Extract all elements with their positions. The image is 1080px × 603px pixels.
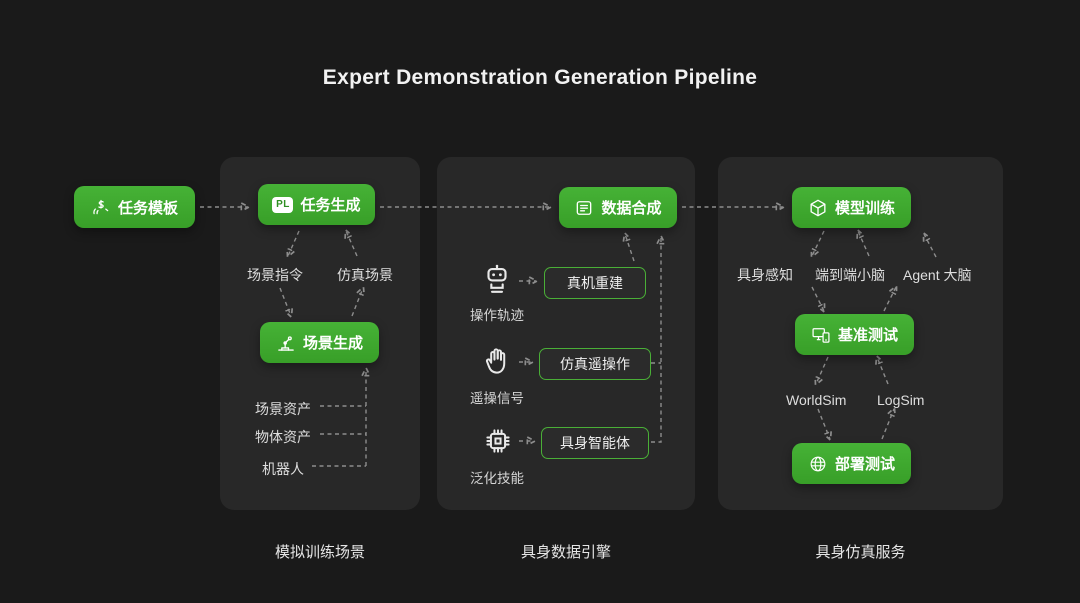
pl-badge-icon: PL [272, 196, 294, 213]
node-label: 部署测试 [834, 456, 895, 473]
money-icon [93, 199, 109, 215]
caption-embodied-sim-service: 具身仿真服务 [815, 544, 906, 561]
node-deployment-testing: 部署测试 [792, 443, 911, 484]
node-benchmark-testing: 基准测试 [795, 314, 914, 355]
label-operation-trajectory: 操作轨迹 [470, 308, 524, 323]
node-task-generation: PL 任务生成 [258, 184, 375, 225]
media-doc-icon [577, 200, 592, 215]
label-scene-assets: 场景资产 [255, 401, 311, 417]
label-scene-command: 场景指令 [247, 267, 303, 283]
node-label: 数据合成 [601, 200, 662, 217]
caption-sim-training-scene: 模拟训练场景 [274, 544, 365, 561]
label-teleop-signal: 遥操信号 [470, 391, 524, 406]
node-scene-generation: 场景生成 [260, 322, 379, 363]
node-label: 基准测试 [837, 327, 898, 344]
node-embodied-agent: 具身智能体 [541, 427, 649, 459]
label-logsim: LogSim [877, 392, 925, 408]
caption-embodied-data-engine: 具身数据引擎 [520, 544, 611, 561]
label-worldsim: WorldSim [786, 392, 847, 408]
label-robots: 机器人 [262, 461, 304, 477]
node-data-synthesis: 数据合成 [559, 187, 677, 228]
label-sim-scene: 仿真场景 [337, 267, 393, 283]
label-generalized-skills: 泛化技能 [470, 471, 524, 486]
node-label: 任务模板 [117, 199, 178, 217]
node-label: 任务生成 [300, 197, 361, 214]
robot-icon [480, 262, 514, 296]
node-model-training: 模型训练 [792, 187, 911, 228]
label-embodied-perception: 具身感知 [737, 267, 793, 283]
node-task-template: 任务模板 [74, 186, 195, 228]
label-agent-brain: Agent 大脑 [903, 267, 972, 283]
node-sim-teleoperation: 仿真遥操作 [539, 348, 651, 380]
node-label: 模型训练 [834, 200, 895, 217]
chip-icon [481, 424, 515, 458]
node-label: 场景生成 [302, 335, 363, 352]
label-end-to-end-cerebellum: 端到端小脑 [815, 267, 885, 283]
node-real-machine-reconstruction: 真机重建 [544, 267, 646, 299]
globe-icon [810, 456, 826, 471]
label-object-assets: 物体资产 [255, 429, 311, 445]
robot-arm-icon [278, 335, 294, 351]
devices-icon [812, 327, 830, 343]
glove-icon [481, 344, 515, 378]
cube-icon [810, 199, 826, 216]
page-title: Expert Demonstration Generation Pipeline [322, 66, 758, 89]
